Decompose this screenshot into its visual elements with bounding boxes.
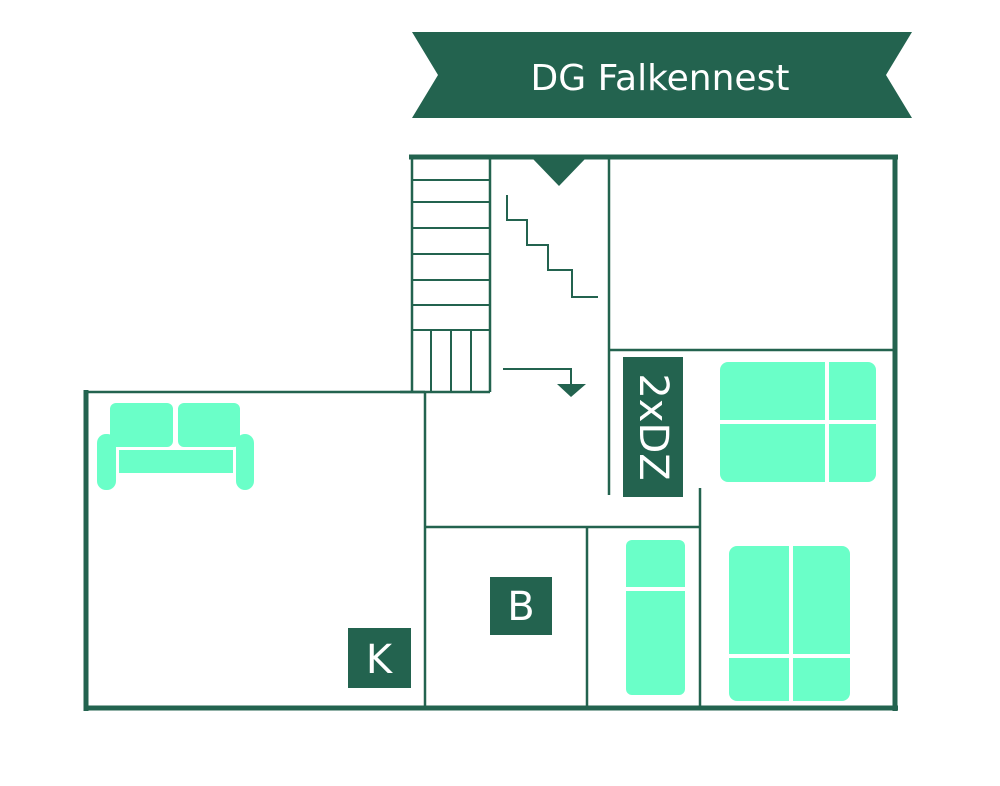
interior-walls bbox=[423, 157, 895, 708]
banner-ribbon bbox=[412, 32, 912, 118]
stairs-down-icon bbox=[506, 195, 598, 298]
staircase bbox=[400, 157, 492, 394]
plan-title: DG Falkennest bbox=[531, 58, 790, 99]
room-label-bath: B bbox=[490, 577, 552, 635]
svg-text:K: K bbox=[366, 637, 394, 683]
title-banner: DG Falkennest bbox=[412, 32, 912, 118]
direction-arrow-icon bbox=[503, 368, 586, 397]
double-bed-horizontal bbox=[718, 360, 878, 484]
room-label-kitchen: K bbox=[348, 628, 411, 688]
svg-text:2xDZ: 2xDZ bbox=[630, 373, 676, 480]
entrance-triangle-icon bbox=[533, 159, 585, 186]
single-bed bbox=[624, 540, 687, 695]
double-bed-vertical bbox=[727, 544, 852, 703]
sofa bbox=[97, 403, 254, 490]
room-label-bedroom: 2xDZ bbox=[623, 357, 683, 497]
svg-text:B: B bbox=[507, 584, 534, 630]
